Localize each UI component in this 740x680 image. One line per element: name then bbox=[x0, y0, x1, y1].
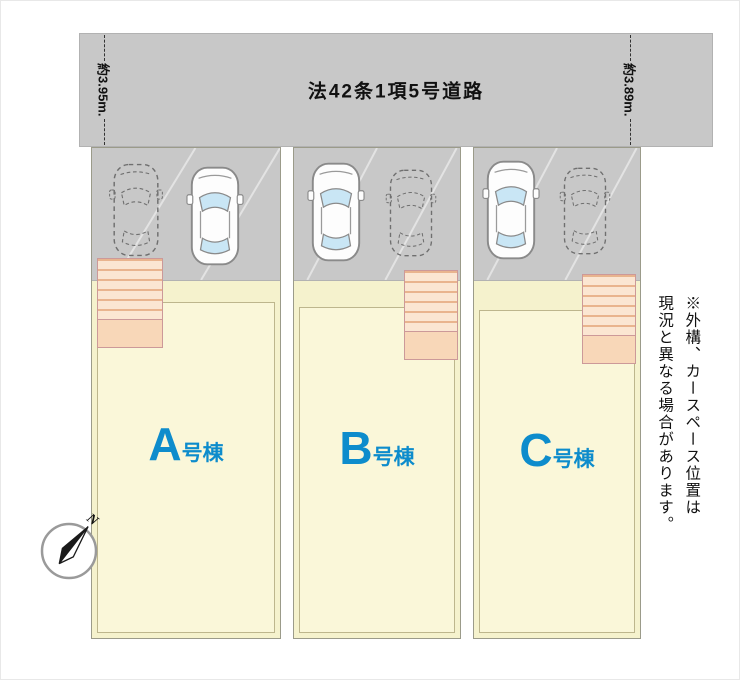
dimension-tick bbox=[103, 118, 105, 146]
car-icon bbox=[186, 160, 244, 272]
road-width-dimension-left: 約3.95m. bbox=[93, 35, 115, 146]
disclaimer-note: ※外構、カースペース位置は 現況と異なる場合があります。 bbox=[651, 295, 705, 595]
building-b: B号棟 bbox=[299, 307, 455, 633]
unit-letter: A bbox=[148, 418, 182, 471]
entrance-stairs-c bbox=[582, 274, 636, 364]
road-band: 法42条1項5号道路 bbox=[79, 33, 713, 147]
stairs-landing bbox=[404, 332, 458, 360]
stairs-landing bbox=[582, 336, 636, 364]
unit-label-c: C号棟 bbox=[480, 427, 634, 473]
unit-suffix: 号棟 bbox=[372, 445, 415, 469]
car-outline-icon bbox=[384, 166, 438, 260]
parcel-a: A号棟 bbox=[91, 147, 281, 639]
disclaimer-line-2: 現況と異なる場合があります。 bbox=[656, 295, 674, 533]
building-a: A号棟 bbox=[97, 302, 275, 633]
dimension-tick bbox=[103, 35, 105, 62]
car-icon bbox=[307, 156, 365, 268]
north-arrow-icon: N bbox=[40, 510, 102, 580]
parcel-c: C号棟 bbox=[473, 147, 641, 639]
unit-letter: C bbox=[519, 423, 553, 476]
entrance-stairs-a bbox=[97, 258, 163, 348]
unit-letter: B bbox=[339, 421, 373, 474]
stairs-steps bbox=[97, 258, 163, 320]
road-width-right-label: 約3.89m. bbox=[621, 63, 637, 117]
unit-label-a: A号棟 bbox=[98, 421, 274, 467]
unit-suffix: 号棟 bbox=[181, 442, 224, 466]
disclaimer-line-1: ※外構、カースペース位置は bbox=[683, 295, 701, 516]
entrance-stairs-b bbox=[404, 270, 458, 360]
compass-north-label: N bbox=[83, 510, 102, 529]
parcel-b: B号棟 bbox=[293, 147, 461, 639]
dimension-tick bbox=[629, 118, 631, 146]
parking-area-c bbox=[474, 148, 640, 281]
stairs-landing bbox=[97, 320, 163, 348]
car-outline-icon bbox=[558, 164, 612, 258]
unit-label-b: B号棟 bbox=[300, 425, 454, 471]
unit-suffix: 号棟 bbox=[552, 447, 595, 471]
road-width-left-label: 約3.95m. bbox=[95, 63, 111, 117]
dimension-tick bbox=[629, 35, 631, 62]
stairs-steps bbox=[404, 270, 458, 332]
car-icon bbox=[482, 154, 540, 266]
road-label: 法42条1項5号道路 bbox=[307, 81, 485, 103]
stairs-steps bbox=[582, 274, 636, 336]
parking-area-b bbox=[294, 148, 460, 281]
road-width-dimension-right: 約3.89m. bbox=[619, 35, 641, 146]
car-outline-icon bbox=[108, 160, 164, 260]
